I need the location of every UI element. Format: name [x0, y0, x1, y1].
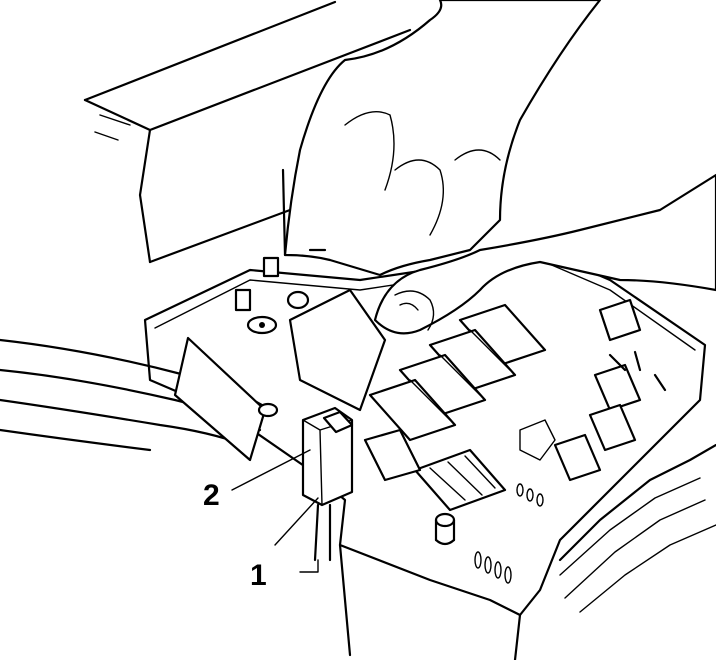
relay-component	[288, 288, 387, 412]
callout-2-label: 2	[203, 479, 220, 512]
right-hand	[373, 173, 716, 335]
callout-2-leader	[231, 449, 311, 491]
bolt-post	[434, 512, 456, 546]
fuse-slots	[363, 298, 667, 512]
callout-leaders	[231, 449, 319, 573]
left-hand	[281, 0, 602, 277]
background-block	[83, 0, 412, 264]
fuse-tool	[301, 406, 354, 562]
callout-1-label: 1	[250, 559, 267, 592]
callout-1-leader	[274, 497, 319, 546]
cable-bundle	[0, 336, 279, 462]
callout-1-bracket	[299, 559, 319, 573]
housing-parts	[234, 256, 310, 335]
vent-slots	[474, 483, 544, 584]
